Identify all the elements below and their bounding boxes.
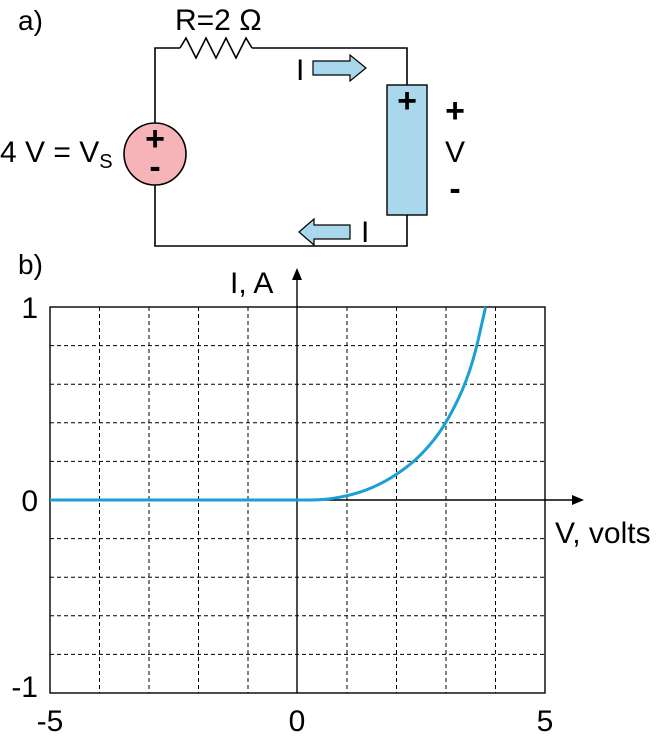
y-tick-1: 1 [21,292,38,325]
source-label-sub: S [99,151,112,173]
current-arrow-left-icon [298,217,351,247]
source-minus-sign: - [149,148,160,186]
iv-chart: b) I, A V, volts 1 0 -1 -5 0 5 [11,249,650,738]
x-tick-0: 0 [289,705,306,738]
part-b-label: b) [18,249,43,280]
wire-top-left [154,47,180,123]
current-label-top: I [296,54,304,87]
source-label-main: 4 V = V [0,136,99,169]
current-label-bottom: I [361,216,369,249]
y-tick-neg1: -1 [11,671,38,704]
x-axis-label: V, volts [555,517,651,550]
device-minus-sign: - [449,170,460,208]
wire-bottom [154,185,408,247]
x-tick-5: 5 [537,705,554,738]
resistor-label: R=2 Ω [175,4,262,37]
device-plus-sign: + [445,92,465,130]
y-axis-label: I, A [230,267,273,300]
device-inner-plus: + [397,82,417,120]
circuit-diagram: a) R=2 Ω + - 4 V = VS + + V - I I [0,4,465,249]
voltage-source [123,122,187,186]
x-tick-neg5: -5 [37,705,64,738]
y-tick-0: 0 [21,485,38,518]
iv-curve-series [49,306,488,502]
device-voltage-label: V [445,136,465,169]
source-plus-sign: + [145,120,165,158]
device-box [386,84,428,216]
current-arrow-right-icon [312,53,367,83]
resistor-symbol [179,36,253,60]
wire-top-right [252,47,408,85]
part-a-label: a) [18,5,43,36]
source-label: 4 V = VS [0,136,113,173]
